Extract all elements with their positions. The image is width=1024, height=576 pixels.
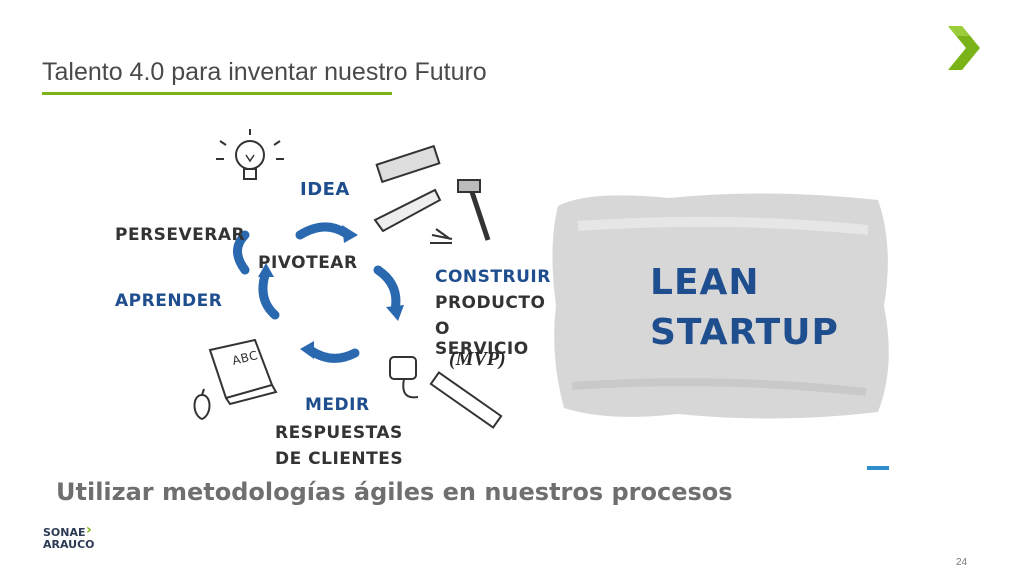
label-idea: IDEA	[300, 179, 350, 200]
tools-icon	[373, 144, 491, 244]
brush-stroke-background	[552, 193, 889, 419]
label-perseverar: PERSEVERAR	[115, 225, 246, 245]
label-construir: CONSTRUIR	[435, 267, 551, 287]
label-de-clientes: DE CLIENTES	[275, 449, 404, 469]
measure-tools-icon	[389, 356, 503, 429]
accent-dash	[867, 466, 889, 470]
lightbulb-icon	[216, 129, 284, 180]
slide-title: Talento 4.0 para inventar nuestro Futuro	[42, 58, 487, 86]
brand-chevron-icon: ›	[86, 522, 92, 538]
book-icon	[208, 338, 278, 406]
label-producto: PRODUCTO	[435, 293, 546, 313]
title-underline	[42, 92, 392, 95]
brand-logo: SONAE ARAUCO	[43, 527, 95, 551]
apple-icon	[193, 388, 211, 421]
lean-word: LEAN	[650, 262, 760, 303]
cycle-drawing	[193, 129, 503, 429]
label-aprender: APRENDER	[115, 291, 223, 311]
startup-word: STARTUP	[650, 312, 839, 353]
label-medir: MEDIR	[305, 395, 370, 415]
brand-line-2: ARAUCO	[43, 538, 95, 551]
label-o-servicio: O SERVICIO	[435, 319, 529, 359]
label-pivotear: PIVOTEAR	[258, 253, 358, 273]
chevron-logo-icon	[948, 26, 980, 70]
brand-line-1: SONAE	[43, 526, 86, 539]
slide-subtitle: Utilizar metodologías ágiles en nuestros…	[56, 478, 733, 506]
page-number: 24	[956, 557, 968, 568]
label-mvp: (MVP)	[449, 348, 506, 370]
lean-cycle-diagram: IDEA PIVOTEAR PERSEVERAR APRENDER CONSTR…	[100, 125, 550, 475]
label-respuestas: RESPUESTAS	[275, 423, 403, 443]
